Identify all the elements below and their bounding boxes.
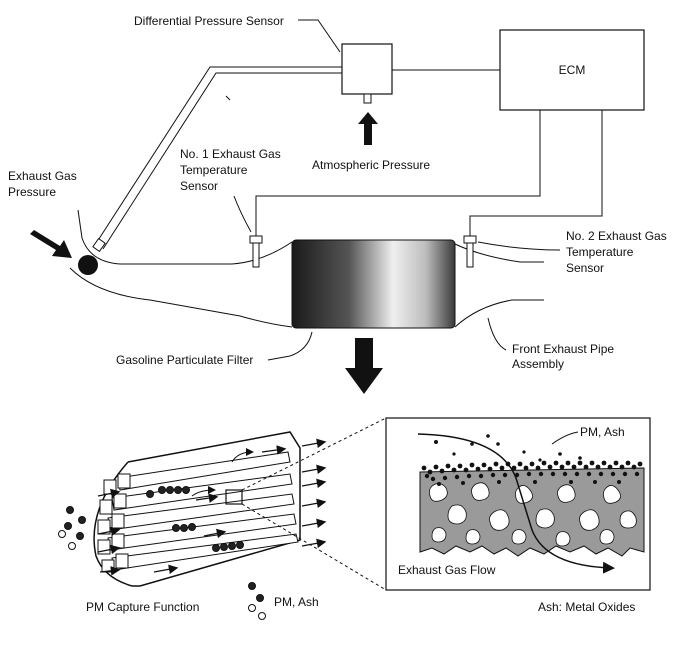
no1-sensor-label-3: Sensor	[180, 179, 218, 193]
pm-ash-detail-leader	[551, 431, 579, 445]
exhaust-pipe-upper-left	[77, 209, 293, 265]
filter-body-outline	[127, 431, 301, 587]
pm-capture-function-label: PM Capture Function	[86, 600, 199, 614]
incoming-particles	[58, 506, 86, 550]
filter-cutaway-illustration	[93, 431, 327, 587]
no1-sensor-probe	[252, 242, 260, 268]
no2-sensor-leader	[477, 241, 561, 251]
no2-sensor-label-1: No. 2 Exhaust Gas	[566, 229, 667, 243]
gasoline-particulate-filter-label: Gasoline Particulate Filter	[116, 353, 253, 367]
no1-sensor-label-2: Temperature	[180, 163, 248, 177]
differential-pressure-sensor-label: Differential Pressure Sensor	[134, 14, 284, 28]
exhaust-pipe-lower-left	[69, 267, 293, 328]
floating-particles	[434, 434, 582, 462]
no2-sensor-label-2: Temperature	[566, 245, 634, 259]
differential-pressure-sensor-box	[341, 43, 393, 95]
front-exhaust-pipe-label-2: Assembly	[512, 357, 564, 371]
gpf-leader	[267, 331, 313, 361]
zoom-line-bottom	[241, 503, 387, 591]
ecm-no2-wire	[469, 110, 603, 238]
accumulated-pm-layer	[421, 460, 643, 486]
no1-sensor-label-1: No. 1 Exhaust Gas	[180, 147, 281, 161]
no2-sensor-head	[463, 235, 477, 244]
exhaust-gas-pressure-label-1: Exhaust Gas	[8, 169, 77, 183]
process-down-arrow-icon	[345, 338, 383, 394]
hose-break-mark	[225, 95, 231, 101]
pm-ash-legend-icon	[248, 582, 266, 620]
pm-ash-legend-label: PM, Ash	[274, 595, 319, 609]
exhaust-gas-pressure-label-2: Pressure	[8, 185, 56, 199]
exhaust-gas-flow-arrow	[417, 433, 615, 574]
exhaust-pipe-lower-right	[454, 299, 544, 328]
exhaust-gas-pressure-arrow-icon	[30, 230, 72, 258]
no1-sensor-leader	[233, 195, 252, 233]
atmospheric-pressure-arrow-icon	[358, 112, 378, 145]
atmospheric-pressure-label: Atmospheric Pressure	[312, 158, 430, 172]
ash-metal-oxides-label: Ash: Metal Oxides	[538, 600, 635, 614]
ecm-label: ECM	[559, 63, 586, 77]
front-exhaust-pipe-label-1: Front Exhaust Pipe	[512, 342, 614, 356]
no2-sensor-label-3: Sensor	[566, 261, 604, 275]
pressure-tap-fitting	[92, 237, 106, 253]
pm-ash-detail-label: PM, Ash	[580, 425, 625, 439]
magnified-area-marker	[225, 489, 243, 505]
exhaust-pressure-tap	[78, 255, 98, 275]
pressure-hose-inner	[102, 72, 342, 250]
sensor-port	[363, 93, 372, 104]
differential-pressure-sensor-leader	[298, 19, 341, 53]
ecm-no1-wire	[255, 110, 541, 238]
no2-sensor-probe	[466, 242, 474, 268]
no1-sensor-head	[249, 235, 263, 244]
zoom-line-top	[241, 417, 387, 491]
exhaust-pipe-upper-right	[454, 243, 544, 263]
particulate-filter-body	[291, 239, 456, 329]
front-exhaust-pipe-leader	[487, 317, 507, 351]
exhaust-gas-flow-label: Exhaust Gas Flow	[398, 563, 496, 577]
filter-wall-cross-section	[419, 434, 645, 557]
ecm-box	[499, 29, 645, 111]
pressure-hose-outer	[94, 66, 342, 246]
